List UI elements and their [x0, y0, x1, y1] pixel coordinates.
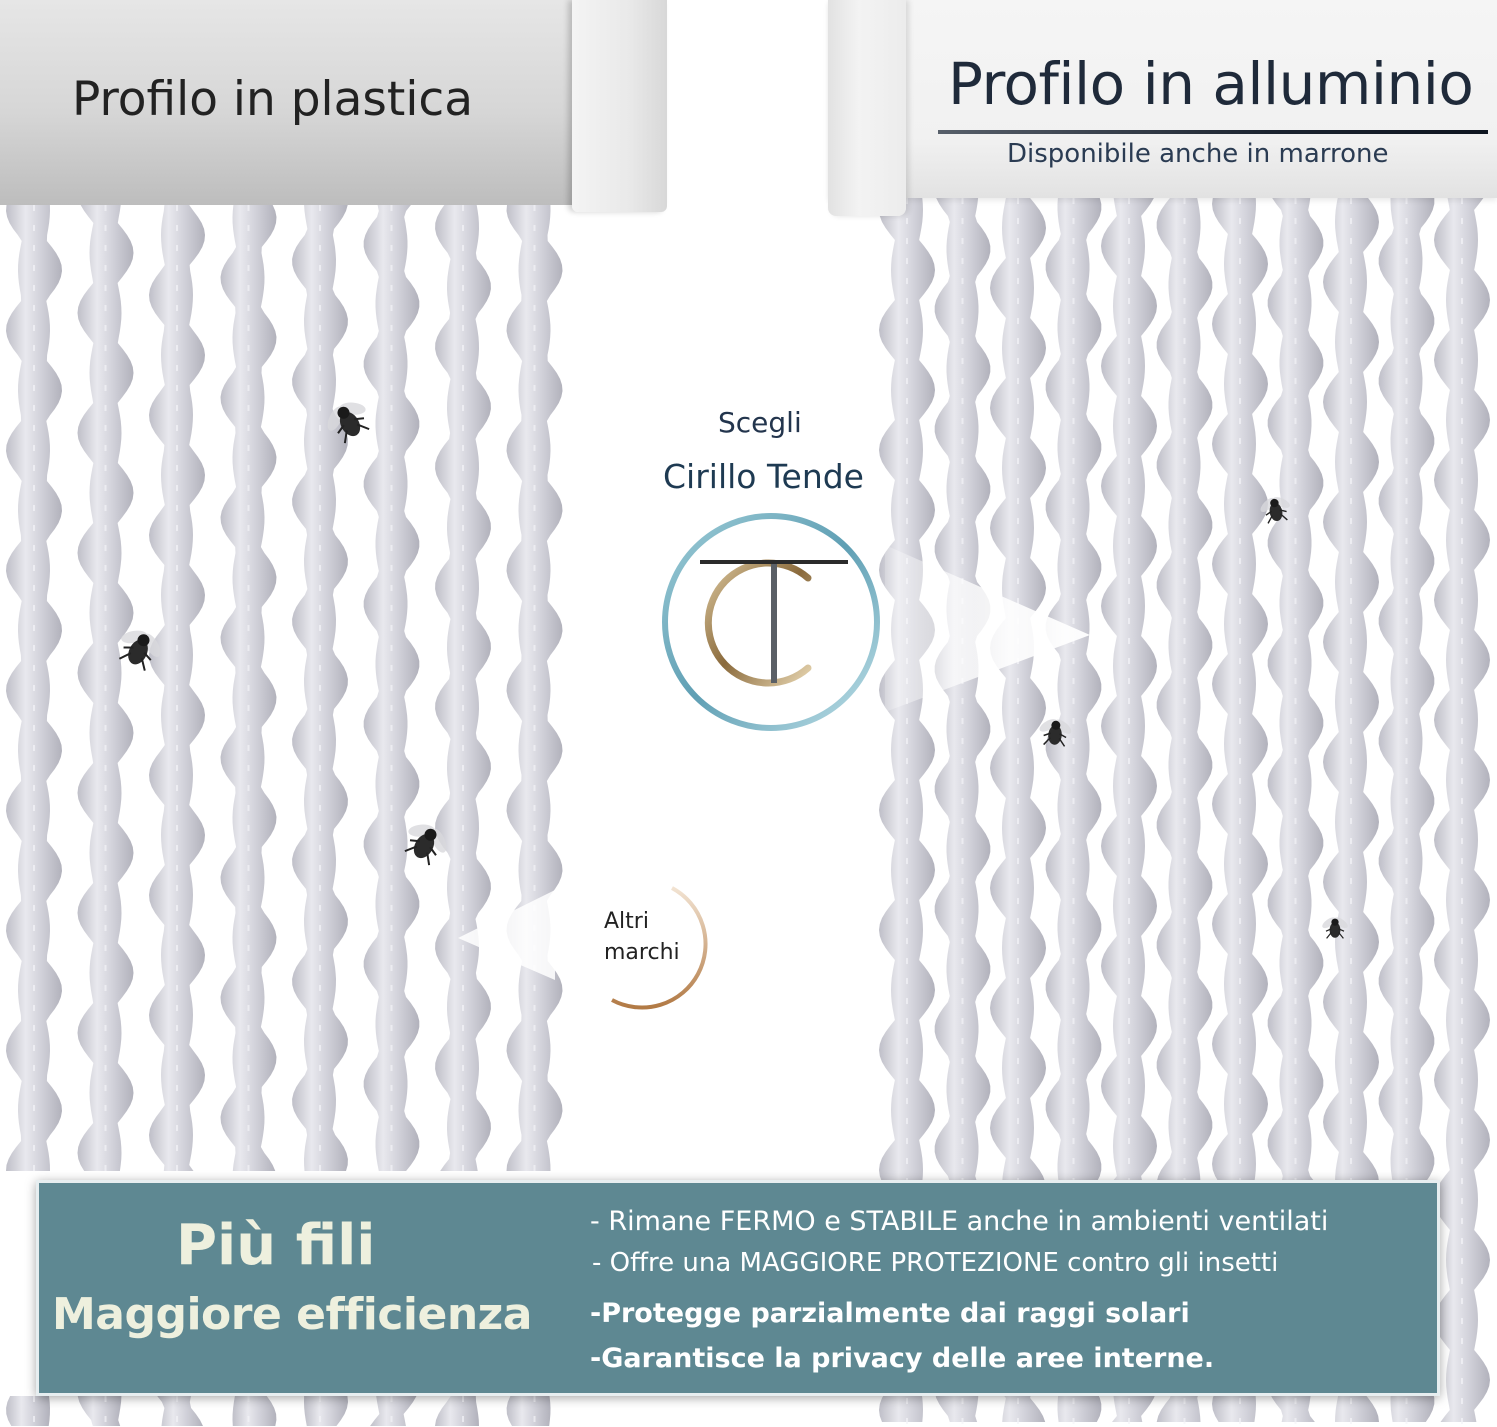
benefit-item: - Offre una MAGGIORE PROTEZIONE contro g… — [592, 1248, 1279, 1278]
brand-name: Cirillo Tende — [663, 457, 864, 496]
title-divider — [938, 130, 1488, 134]
curtain-strand — [1101, 198, 1157, 1422]
plastic-profile-bar — [0, 0, 667, 212]
curtain-strand — [1434, 198, 1490, 1422]
curtain-strand — [1323, 198, 1379, 1422]
other-brands-line1: Altri — [604, 909, 649, 934]
benefit-item: - Rimane FERMO e STABILE anche in ambien… — [590, 1206, 1329, 1237]
choose-label: Scegli — [718, 406, 802, 439]
curtain-strand — [1156, 198, 1213, 1422]
curtain-strand — [77, 1396, 122, 1426]
curtain-strand — [157, 1396, 203, 1426]
benefits-headline: Più fili — [176, 1213, 376, 1278]
arrow-left-icon — [458, 890, 555, 980]
curtain-strand — [370, 1396, 417, 1426]
aluminium-profile-endcap — [828, 0, 906, 216]
other-brands-label: Altri marchi — [604, 906, 680, 968]
benefit-item: -Garantisce la privacy delle aree intern… — [590, 1343, 1215, 1374]
others-ring-icon — [585, 884, 708, 1010]
curtain-strand — [6, 1396, 51, 1426]
aluminium-profile-bar — [828, 0, 1497, 216]
curtain-strand — [1045, 198, 1102, 1422]
aluminium-profile-title: Profilo in alluminio — [948, 50, 1474, 118]
curtain-strand — [934, 198, 991, 1422]
ct-logo-icon — [662, 513, 880, 731]
curtain-strand — [1378, 198, 1435, 1422]
other-brands-line2: marchi — [604, 940, 680, 965]
curtain-strand — [1212, 198, 1268, 1422]
curtain-strand — [506, 1396, 551, 1426]
arrow-right-icon — [885, 545, 1090, 712]
curtain-strand — [879, 198, 935, 1422]
benefits-subheadline: Maggiore efficienza — [52, 1289, 532, 1340]
benefits-panel — [36, 1180, 1440, 1396]
plastic-profile-title: Profilo in plastica — [72, 72, 474, 127]
curtain-strand — [232, 1396, 277, 1426]
benefit-item: -Protegge parzialmente dai raggi solari — [590, 1298, 1190, 1329]
color-availability-note: Disponibile anche in marrone — [1007, 139, 1389, 169]
plastic-profile-endcap — [572, 0, 667, 212]
curtain-strand — [990, 198, 1046, 1422]
curtain-strand — [435, 1396, 479, 1426]
curtain-strand — [304, 1396, 348, 1426]
